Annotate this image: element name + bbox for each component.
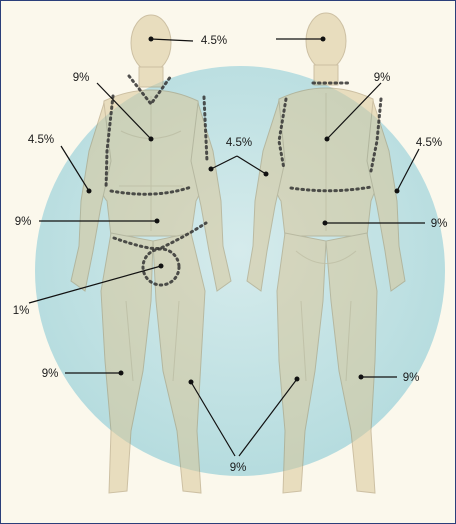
label-leg-back-right: 9% (403, 372, 420, 384)
label-leg-front-left: 9% (42, 368, 59, 380)
label-arm-right: 4.5% (416, 137, 442, 149)
label-back-lower: 9% (431, 218, 448, 230)
label-abdomen-front: 9% (15, 216, 32, 228)
label-legs-bottom: 9% (230, 462, 247, 474)
label-arms-middle: 4.5% (226, 137, 252, 149)
label-head: 4.5% (201, 35, 227, 47)
label-chest-front: 9% (73, 72, 90, 84)
label-arm-left: 4.5% (28, 134, 54, 146)
label-genital: 1% (13, 305, 30, 317)
label-back-upper: 9% (374, 72, 391, 84)
